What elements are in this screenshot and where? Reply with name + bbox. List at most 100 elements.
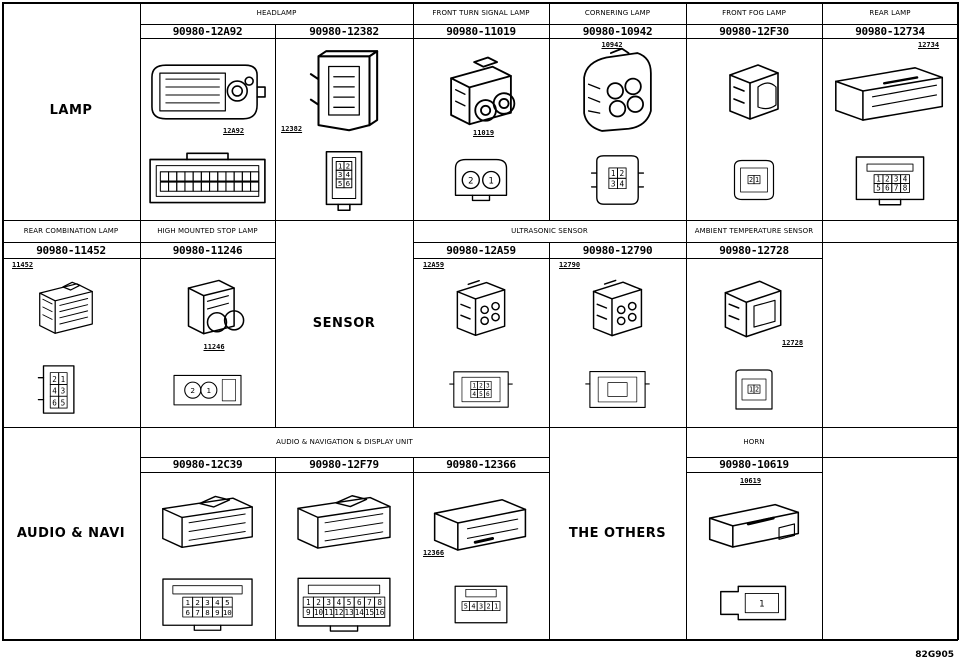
svg-text:2: 2 xyxy=(487,603,491,611)
svg-text:1: 1 xyxy=(494,603,498,611)
svg-text:6: 6 xyxy=(357,598,362,607)
grid-line xyxy=(413,2,415,220)
flat-connector-drawing xyxy=(425,478,537,566)
others-label: THE OTHERS xyxy=(568,525,667,541)
part-callout: 11246 xyxy=(203,343,225,351)
ultrasonic-connector-drawing xyxy=(577,264,658,352)
grid-line xyxy=(140,427,142,640)
svg-text:8: 8 xyxy=(377,598,382,607)
svg-text:6: 6 xyxy=(346,179,350,188)
audio-connector-drawing xyxy=(154,478,261,564)
svg-text:1: 1 xyxy=(206,386,211,395)
svg-text:3: 3 xyxy=(326,598,331,607)
svg-text:3: 3 xyxy=(205,598,209,607)
grid-line xyxy=(413,242,822,243)
grid-line xyxy=(549,427,551,640)
grid-line xyxy=(275,24,277,220)
svg-text:2: 2 xyxy=(190,386,195,395)
svg-text:9: 9 xyxy=(306,608,311,617)
part-number: 90980-12C39 xyxy=(172,458,243,472)
svg-text:1: 1 xyxy=(749,385,753,393)
part-callout: 12790 xyxy=(559,261,581,269)
svg-text:2: 2 xyxy=(468,176,473,186)
audio-connector-drawing xyxy=(289,478,399,564)
temperature-connector-drawing xyxy=(712,264,796,352)
group-header: HIGH MOUNTED STOP LAMP xyxy=(157,226,258,235)
ultrasonic-connector-drawing xyxy=(441,264,521,352)
svg-text:1: 1 xyxy=(185,598,189,607)
row-label: AUDIO & NAVI xyxy=(16,525,126,541)
grid-line xyxy=(413,258,822,259)
headlamp-connector-drawing xyxy=(146,44,269,140)
part-callout: 11019 xyxy=(473,129,495,137)
horn-terminal-view: 1 xyxy=(712,570,796,636)
group-header: FRONT TURN SIGNAL LAMP xyxy=(432,8,530,17)
svg-text:7: 7 xyxy=(195,608,199,617)
grid-line xyxy=(822,427,824,640)
svg-text:2: 2 xyxy=(885,175,890,184)
part-callout: 12A59 xyxy=(423,261,445,269)
svg-text:14: 14 xyxy=(355,608,365,617)
svg-text:4: 4 xyxy=(346,170,351,179)
svg-text:8: 8 xyxy=(903,183,908,192)
grid-line xyxy=(140,472,549,473)
svg-text:5: 5 xyxy=(338,179,342,188)
part-number: 90980-11246 xyxy=(172,243,243,257)
svg-text:12: 12 xyxy=(334,608,343,617)
grid-line xyxy=(2,220,958,222)
svg-text:5: 5 xyxy=(225,598,229,607)
round-connector-drawing xyxy=(435,44,527,140)
grid-line xyxy=(957,2,959,640)
svg-text:3: 3 xyxy=(61,387,66,396)
quad-connector-drawing xyxy=(573,44,662,140)
grid-line xyxy=(140,457,549,458)
grid-line xyxy=(549,2,551,220)
part-callout: 12366 xyxy=(423,549,445,557)
part-number: 90980-11452 xyxy=(36,243,106,257)
grid-line xyxy=(275,220,277,427)
svg-text:3: 3 xyxy=(486,383,490,390)
svg-text:6: 6 xyxy=(52,398,57,407)
svg-text:10: 10 xyxy=(223,608,232,617)
grid-line xyxy=(2,242,275,243)
grid-line xyxy=(2,258,275,259)
grid-line xyxy=(822,242,958,243)
svg-text:10: 10 xyxy=(314,608,324,617)
part-callout: 12382 xyxy=(281,125,303,133)
svg-text:4: 4 xyxy=(52,387,57,396)
headlamp-terminal-view xyxy=(146,144,269,216)
svg-text:2: 2 xyxy=(316,598,321,607)
svg-text:1: 1 xyxy=(488,176,493,186)
grid-line xyxy=(686,220,688,427)
grid-line xyxy=(140,2,142,220)
svg-text:3: 3 xyxy=(338,170,342,179)
svg-text:5: 5 xyxy=(876,183,881,192)
part-number: 90980-12790 xyxy=(582,243,653,257)
grid-line xyxy=(686,427,688,640)
group-header: AMBIENT TEMPERATURE SENSOR xyxy=(694,226,814,235)
grid-line xyxy=(686,457,822,458)
part-callout: 12734 xyxy=(918,41,940,49)
svg-text:3: 3 xyxy=(611,179,616,188)
svg-text:1: 1 xyxy=(611,169,616,178)
part-number: 90980-11019 xyxy=(446,24,516,38)
grid-line xyxy=(686,2,688,220)
grid-line xyxy=(2,2,4,640)
grid-line xyxy=(140,220,142,427)
group-header: AUDIO & NAVIGATION & DISPLAY UNIT xyxy=(276,437,413,446)
svg-text:1: 1 xyxy=(472,383,476,390)
part-callout: 11452 xyxy=(12,261,34,269)
svg-text:4: 4 xyxy=(472,391,476,398)
grid-line xyxy=(2,427,958,429)
svg-text:2: 2 xyxy=(346,161,350,170)
svg-text:13: 13 xyxy=(344,608,354,617)
